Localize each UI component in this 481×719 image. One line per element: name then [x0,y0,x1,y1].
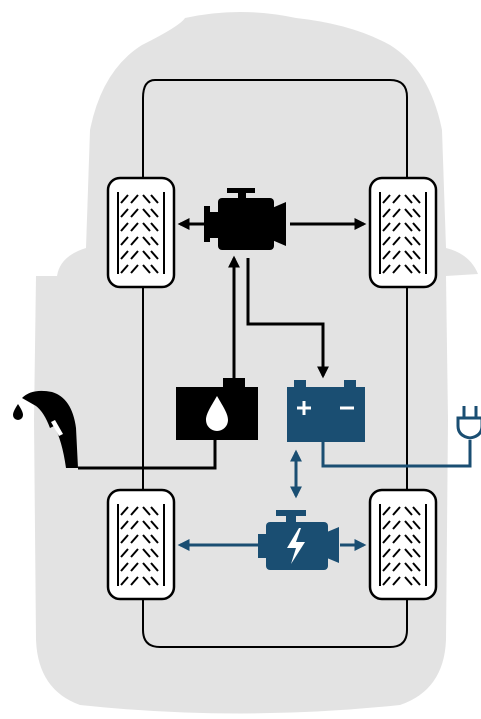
front-right-wheel [368,176,438,289]
tire-icon [379,504,427,586]
rear-left-wheel [106,488,176,601]
charging-line-plug-to-battery [321,440,472,468]
fuel-tank-icon [176,378,258,440]
car-body [34,12,478,714]
electric-flows [177,440,472,551]
fuel-line-nozzle-to-tank [78,440,217,470]
car-body-shape [34,12,478,714]
rear-right-wheel [368,488,438,601]
tire-icon [117,504,165,586]
tire-icon [379,192,427,274]
battery-icon [287,380,365,442]
tire-icon [117,192,165,274]
engine-icon [204,188,286,250]
car-cabin-outline [142,79,408,648]
fuel-nozzle-icon [13,390,78,468]
electric-motor-icon [258,510,339,570]
arrow-engine-to-battery [246,258,329,379]
plug-icon [456,406,481,440]
front-left-wheel [106,176,176,289]
combustion-flows [78,218,367,470]
